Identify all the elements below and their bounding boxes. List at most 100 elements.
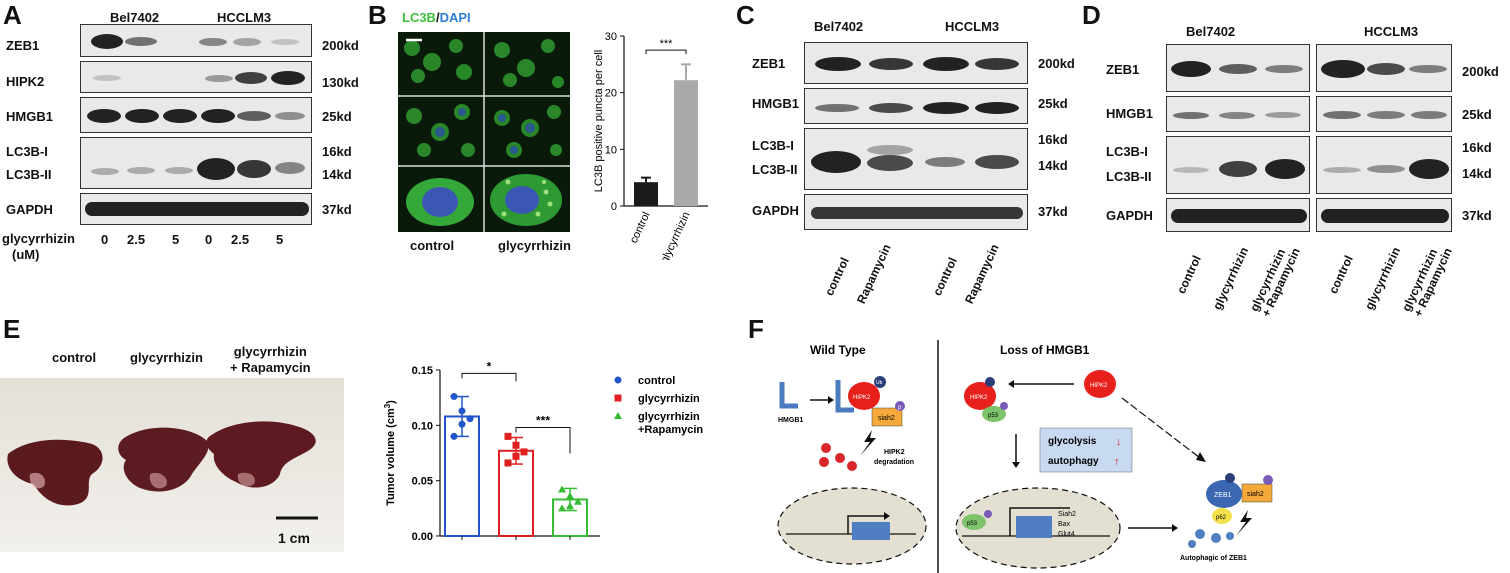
a-cell-line-2: HCCLM3 <box>217 10 272 25</box>
b-y-tick-label: 10 <box>605 144 617 156</box>
e-y-tick-label: 0.00 <box>412 531 433 543</box>
e-point <box>450 393 458 401</box>
a-cell-line-1: Bel7402 <box>110 10 160 25</box>
b-bar-glycyrrhizin <box>674 80 698 206</box>
f-p53-text-1: p53 <box>988 413 999 419</box>
b-stain-lc3b: LC3B <box>402 10 436 25</box>
f-hipk2-text-loss2: HIPK2 <box>1090 383 1108 389</box>
a-blot-gapdh <box>80 193 312 225</box>
e-sig-label-2: *** <box>536 414 550 428</box>
c-row-label-zeb1: ZEB1 <box>752 56 786 71</box>
a-unit-label: (uM) <box>12 247 40 262</box>
d-blot-lc3b-left <box>1166 136 1310 194</box>
b-sig-bracket <box>645 49 687 55</box>
e-point <box>566 502 574 510</box>
a-treatment-label: glycyrrhizin <box>2 231 75 246</box>
panel-label-d: D <box>1082 0 1101 30</box>
f-p-wt: p <box>898 405 902 411</box>
d-lane-2: glycyrrhizin <box>1210 244 1252 312</box>
a-row-label-lc3b-i: LC3B-I <box>6 144 48 159</box>
f-hipk2-shape-wt <box>848 382 880 410</box>
e-y-tick-label: 0.10 <box>412 420 433 432</box>
a-blot-hmgb1 <box>80 97 312 133</box>
d-size-lc3b-i: 16kd <box>1462 140 1492 155</box>
f-glycolysis-text: glycolysis <box>1048 436 1097 447</box>
f-p53-text-2: p53 <box>967 521 978 527</box>
d-row-label-zeb1: ZEB1 <box>1106 62 1140 77</box>
e-point <box>466 415 474 423</box>
e-legend-label: glycyrrhizin+Rapamycin <box>638 411 703 436</box>
d-cell-line-2: HCCLM3 <box>1364 24 1419 39</box>
b-micrographs <box>398 32 570 232</box>
c-row-label-lc3b-i: LC3B-I <box>752 138 794 153</box>
d-row-label-lc3b-i: LC3B-I <box>1106 144 1148 159</box>
c-lane-1: control <box>822 255 852 298</box>
b-sig-label: *** <box>660 38 674 50</box>
d-blot-hmgb1-left <box>1166 96 1310 132</box>
a-dose-5: 2.5 <box>231 232 250 247</box>
e-photo-label-combo: glycyrrhizin + Rapamycin <box>230 344 311 375</box>
f-target-glut4: Glut4 <box>1058 531 1075 538</box>
a-size-hipk2: 130kd <box>322 75 359 90</box>
panel-label-f: F <box>748 314 764 344</box>
panel-label-e: E <box>3 314 21 344</box>
e-point <box>558 504 566 512</box>
a-row-label-gapdh: GAPDH <box>6 202 53 217</box>
b-bar-control <box>634 182 658 206</box>
f-hipk2-degradation-2: degradation <box>874 459 914 466</box>
b-col-glycyrrhizin: glycyrrhizin <box>498 238 571 253</box>
f-hipk2-degradation-1: HIPK2 <box>884 449 905 456</box>
e-point <box>512 452 520 460</box>
f-autophagy-text: autophagy <box>1048 456 1099 467</box>
d-lane-1: control <box>1174 253 1204 296</box>
d-size-hmgb1: 25kd <box>1462 107 1492 122</box>
f-mechanism-diagram: Wild Type HMGB1 HIPK2 Ub siah2 p HIPK2 d… <box>777 340 1273 573</box>
f-hipk2-text-wt: HIPK2 <box>853 395 871 401</box>
b-y-tick-label: 0 <box>611 201 617 213</box>
a-row-label-zeb1: ZEB1 <box>6 38 40 53</box>
a-size-lc3b-i: 16kd <box>322 144 352 159</box>
e-point <box>566 492 574 500</box>
e-point <box>504 432 512 440</box>
f-autophagy-arrow: ↑ <box>1114 456 1120 468</box>
d-blot-zeb1-right <box>1316 44 1452 92</box>
a-dose-3: 5 <box>172 232 180 247</box>
d-lane-5: glycyrrhizin <box>1362 244 1404 312</box>
c-blot-zeb1 <box>804 42 1028 84</box>
a-dose-4: 0 <box>205 232 213 247</box>
c-blot-lc3b <box>804 128 1028 190</box>
d-size-zeb1: 200kd <box>1462 64 1499 79</box>
c-lane-4: Rapamycin <box>962 241 1002 306</box>
c-row-label-lc3b-ii: LC3B-II <box>752 162 798 177</box>
e-y-axis-label: Tumor volume (cm3) <box>383 400 398 506</box>
b-stain-sep: / <box>435 10 440 25</box>
f-hmgb1-label: HMGB1 <box>778 417 803 424</box>
e-point <box>558 485 566 493</box>
e-point <box>504 459 512 467</box>
f-target-bax: Bax <box>1058 521 1071 528</box>
a-blot-zeb1 <box>80 24 312 57</box>
a-row-label-hmgb1: HMGB1 <box>6 109 53 124</box>
b-y-tick-label: 30 <box>605 31 617 43</box>
panel-label-a: A <box>3 0 22 30</box>
e-point <box>512 441 520 449</box>
e-legend-marker <box>614 376 622 384</box>
c-size-lc3b-i: 16kd <box>1038 132 1068 147</box>
f-glycolysis-arrow: ↓ <box>1116 436 1122 448</box>
d-blot-lc3b-right <box>1316 136 1452 194</box>
a-size-zeb1: 200kd <box>322 38 359 53</box>
f-target-siah2: Siah2 <box>1058 511 1076 518</box>
f-siah2-text-loss: siah2 <box>1247 491 1264 498</box>
e-legend-label: glycyrrhizin <box>638 393 700 405</box>
d-blot-gapdh-left <box>1166 198 1310 232</box>
f-hipk2-text-loss: HIPK2 <box>970 395 988 401</box>
d-lane-6: glycyrrhizin + Rapamycin <box>1399 245 1455 319</box>
d-cell-line-1: Bel7402 <box>1186 24 1236 39</box>
d-size-lc3b-ii: 14kd <box>1462 166 1492 181</box>
a-blot-lc3b <box>80 137 312 189</box>
panel-label-c: C <box>736 0 755 30</box>
b-y-axis-label: LC3B positive puncta per cell <box>593 50 605 192</box>
c-blot-hmgb1 <box>804 88 1028 124</box>
b-stain-dapi: DAPI <box>439 10 471 25</box>
